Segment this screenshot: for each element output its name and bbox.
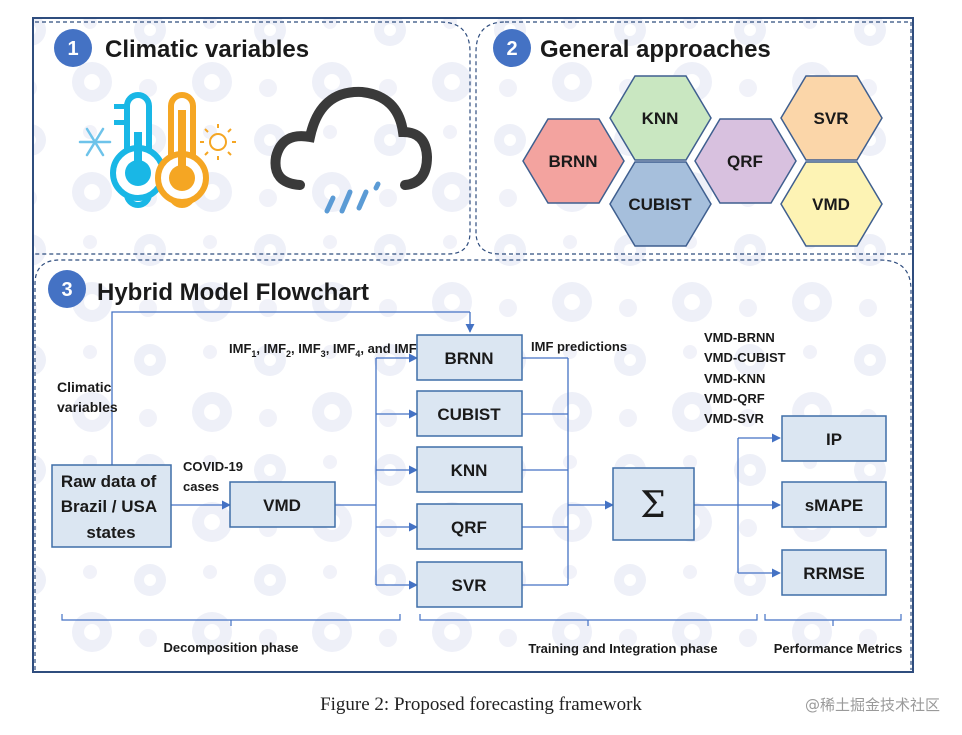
hexagon-label-vmd: VMD [812, 195, 850, 214]
metric-label-smape: sMAPE [805, 496, 864, 515]
hexagon-label-cubist: CUBIST [628, 195, 692, 214]
phase-label-metrics: Performance Metrics [774, 641, 903, 656]
model-label-knn: KNN [451, 461, 488, 480]
framework-diagram: 1 Climatic variables [32, 17, 914, 673]
metric-label-rrmse: RRMSE [803, 564, 864, 583]
flow-connectors [111, 311, 781, 590]
imf-label: IMF1, IMF2, IMF3, IMF4, and IMF5 [229, 341, 422, 359]
metric-box-ip [781, 415, 887, 462]
hexagon-label-qrf: QRF [727, 152, 763, 171]
snowflake-icon [78, 127, 112, 157]
panel-1-number: 1 [67, 38, 78, 60]
panel-2-border [475, 21, 912, 255]
metric-box-smape [781, 481, 887, 528]
thermometer-cold-icon [110, 92, 166, 208]
model-label-qrf: QRF [451, 518, 487, 537]
panel-2-number: 2 [506, 38, 517, 60]
hexagon-label-knn: KNN [642, 109, 679, 128]
rain-cloud-icon [270, 86, 433, 214]
hexagon-brnn: BRNN [522, 118, 625, 204]
metric-box-rrmse [781, 549, 887, 596]
panel-3-badge [48, 270, 86, 308]
model-box-qrf [416, 503, 523, 550]
metric-label-ip: IP [826, 430, 842, 449]
hexagon-knn: KNN [609, 75, 712, 161]
sum-box [612, 467, 695, 541]
model-box-cubist [416, 390, 523, 437]
hexagon-label-svr: SVR [814, 109, 849, 128]
phase-brackets [61, 614, 902, 626]
model-box-knn [416, 446, 523, 493]
panel-2-title: General approaches [540, 36, 771, 63]
panel-2-badge [493, 29, 531, 67]
hexagon-svr: SVR [780, 75, 883, 161]
sum-symbol: Σ [640, 485, 665, 526]
phase-label-decomposition: Decomposition phase [163, 640, 298, 655]
climatic-variables-label: Climatic variables [57, 379, 118, 415]
raw-data-box [51, 464, 172, 548]
model-box-brnn [416, 334, 523, 381]
hexagon-label-brnn: BRNN [548, 152, 597, 171]
hexagon-cubist: CUBIST [609, 161, 712, 247]
vmd-label: VMD [263, 496, 301, 515]
sun-icon [200, 124, 236, 160]
model-box-svr [416, 561, 523, 608]
hexagon-vmd: VMD [780, 161, 883, 247]
imf-predictions-label: IMF predictions [531, 339, 627, 354]
model-label-svr: SVR [452, 576, 487, 595]
vmd-box [229, 481, 336, 528]
figure-caption: Figure 2: Proposed forecasting framework [320, 694, 642, 715]
thermometer-hot-icon [155, 92, 209, 208]
panel-3-number: 3 [61, 279, 72, 301]
phase-label-training: Training and Integration phase [528, 641, 717, 656]
watermark: @稀土掘金技术社区 [804, 696, 940, 714]
panel-3-title: Hybrid Model Flowchart [97, 279, 369, 306]
hexagon-qrf: QRF [694, 118, 797, 204]
model-label-cubist: CUBIST [437, 405, 501, 424]
panel-1-title: Climatic variables [105, 36, 309, 63]
raw-data-label: Raw data of Brazil / USA states [61, 472, 161, 542]
covid-cases-label: COVID-19 cases [183, 459, 247, 494]
panel-1-badge [54, 29, 92, 67]
hybrid-models-list: VMD-BRNN VMD-CUBIST VMD-KNN VMD-QRF VMD-… [704, 330, 789, 426]
model-label-brnn: BRNN [444, 349, 493, 368]
panel-1-border [35, 21, 471, 255]
panel-3-border [34, 259, 912, 670]
